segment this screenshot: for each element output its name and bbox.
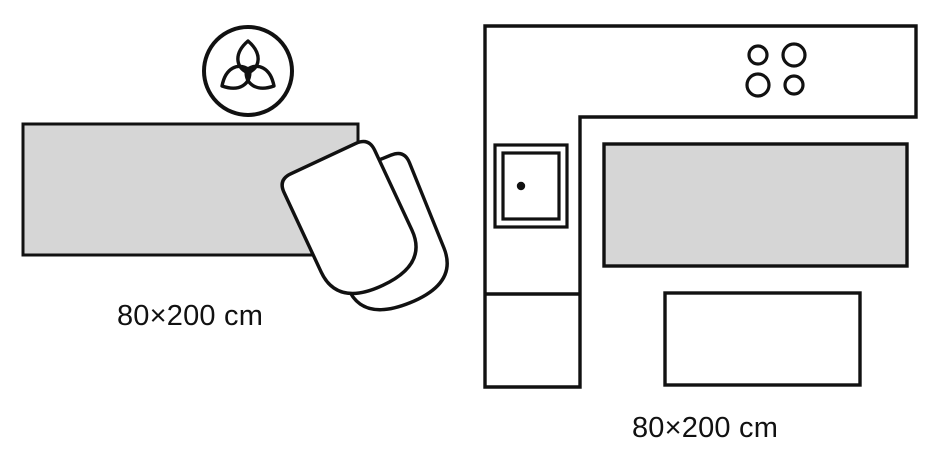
fan-petal-left bbox=[220, 64, 252, 90]
right-dimension-label: 80×200 cm bbox=[631, 412, 779, 444]
kitchen-counter-plan bbox=[470, 0, 940, 460]
sink-drain bbox=[516, 181, 526, 191]
fan-icon-circle bbox=[202, 25, 294, 117]
chair-front bbox=[280, 139, 418, 296]
floor-rug bbox=[602, 142, 909, 268]
left-panel-svg bbox=[21, 25, 449, 312]
dining-table bbox=[663, 291, 862, 387]
fan-icon-trefoil bbox=[220, 39, 276, 90]
cooktop-burners bbox=[745, 42, 807, 98]
rug-with-chairs-plan bbox=[21, 25, 449, 312]
left-dimension-label: 80×200 cm bbox=[116, 300, 264, 332]
burner-bottom-left bbox=[745, 72, 771, 98]
sink-basin bbox=[501, 151, 561, 221]
right-panel-svg bbox=[483, 24, 918, 389]
burner-top-left bbox=[747, 44, 769, 66]
burner-top-right bbox=[781, 42, 807, 68]
chair-front-outline bbox=[280, 139, 418, 296]
burner-bottom-right bbox=[783, 74, 805, 96]
kitchen-sink bbox=[493, 143, 569, 229]
l-shaped-counter bbox=[483, 24, 918, 389]
ceiling-fan-icon bbox=[202, 25, 294, 117]
